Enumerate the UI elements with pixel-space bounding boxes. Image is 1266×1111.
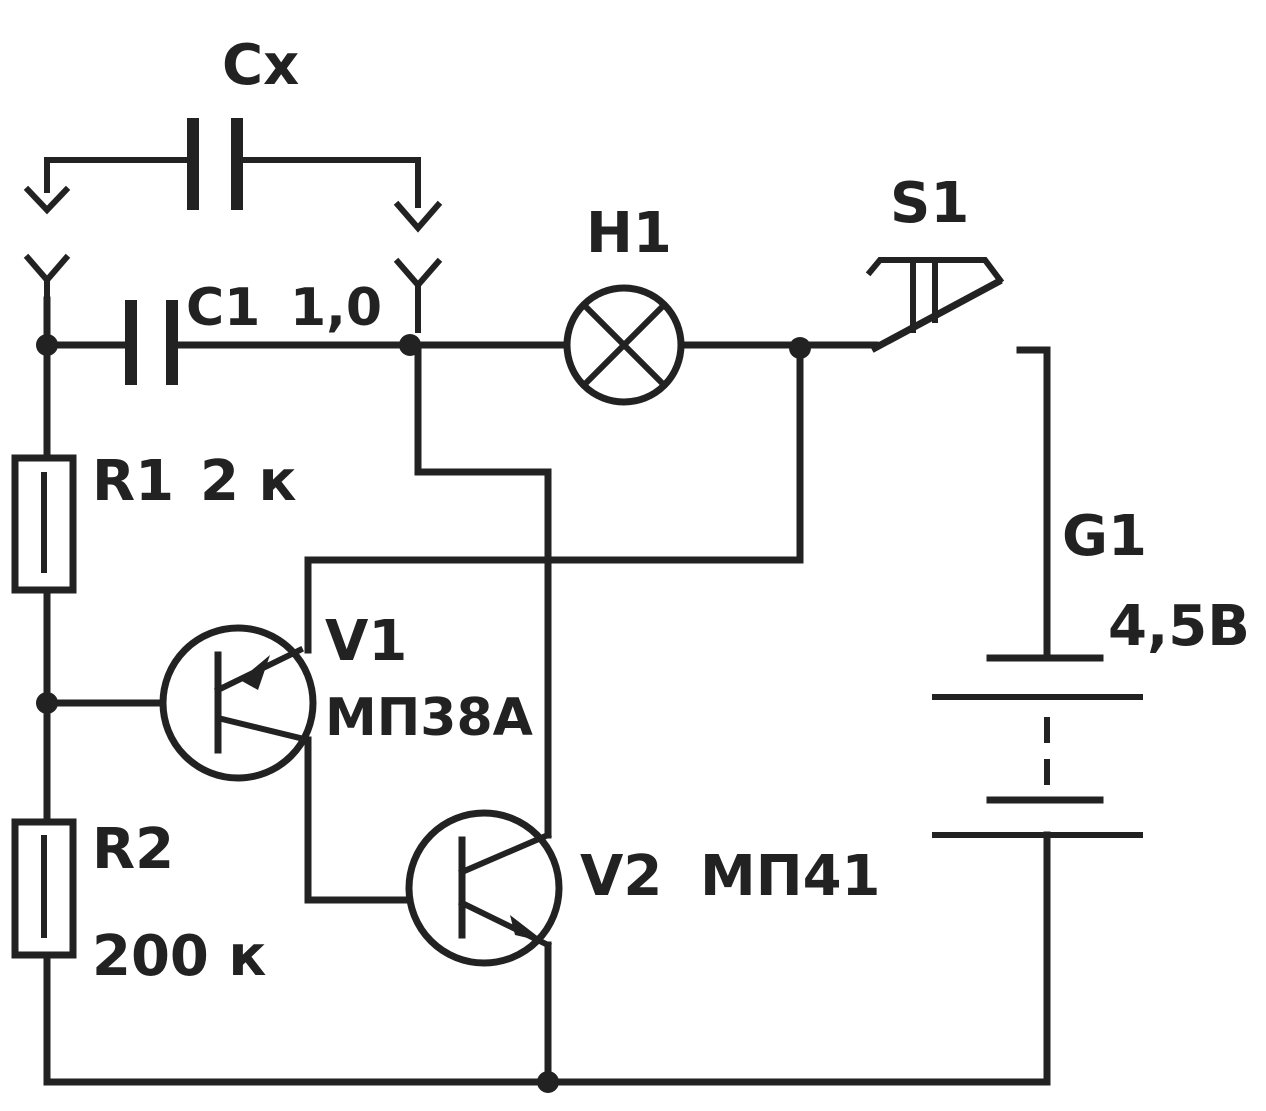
junction-bottom bbox=[537, 1071, 559, 1093]
cx-label: Cx bbox=[222, 33, 299, 98]
junction-left-mid bbox=[36, 692, 58, 714]
v2-label: V2 bbox=[580, 844, 662, 909]
socket-left-icon[interactable] bbox=[23, 185, 71, 303]
resistor-r2-icon bbox=[11, 818, 77, 959]
g1-label: G1 bbox=[1062, 504, 1147, 569]
v1-label: V1 bbox=[325, 609, 407, 674]
wire-v1-to-v2 bbox=[304, 736, 444, 904]
wire-center-down bbox=[414, 341, 552, 839]
wire-right-down bbox=[304, 341, 804, 654]
battery-g1-icon bbox=[932, 654, 1143, 838]
junction-top-right bbox=[789, 337, 811, 359]
h1-label: H1 bbox=[586, 201, 672, 266]
lamp-h1-icon bbox=[563, 284, 685, 406]
c1-label: C1 bbox=[186, 278, 260, 338]
wire-cx-left bbox=[44, 157, 193, 193]
r2-value: 200 к bbox=[92, 924, 266, 989]
c1-value: 1,0 bbox=[290, 278, 382, 338]
s1-label: S1 bbox=[890, 171, 969, 236]
capacitor-cx-icon bbox=[187, 118, 243, 210]
r1-value: 2 к bbox=[200, 449, 296, 514]
capacitor-c1-icon bbox=[125, 300, 178, 385]
resistor-r1-icon bbox=[11, 454, 77, 594]
junction-top-left bbox=[36, 334, 58, 356]
junctions bbox=[36, 334, 811, 1093]
r2-label: R2 bbox=[92, 817, 174, 882]
v1-model: МП38А bbox=[325, 688, 533, 748]
wire-switch-to-battery bbox=[1016, 346, 1051, 662]
transistor-v2-icon bbox=[405, 809, 563, 967]
g1-value: 4,5В bbox=[1108, 594, 1250, 659]
transistor-v1-icon bbox=[159, 624, 317, 782]
wire-cx-right bbox=[237, 157, 421, 208]
wire-top-left bbox=[43, 296, 132, 349]
switch-s1-icon[interactable] bbox=[865, 257, 1005, 353]
r1-label: R1 bbox=[92, 449, 174, 514]
v2-model: МП41 bbox=[700, 844, 881, 909]
junction-top-center bbox=[399, 334, 421, 356]
socket-right-icon[interactable] bbox=[393, 200, 443, 333]
